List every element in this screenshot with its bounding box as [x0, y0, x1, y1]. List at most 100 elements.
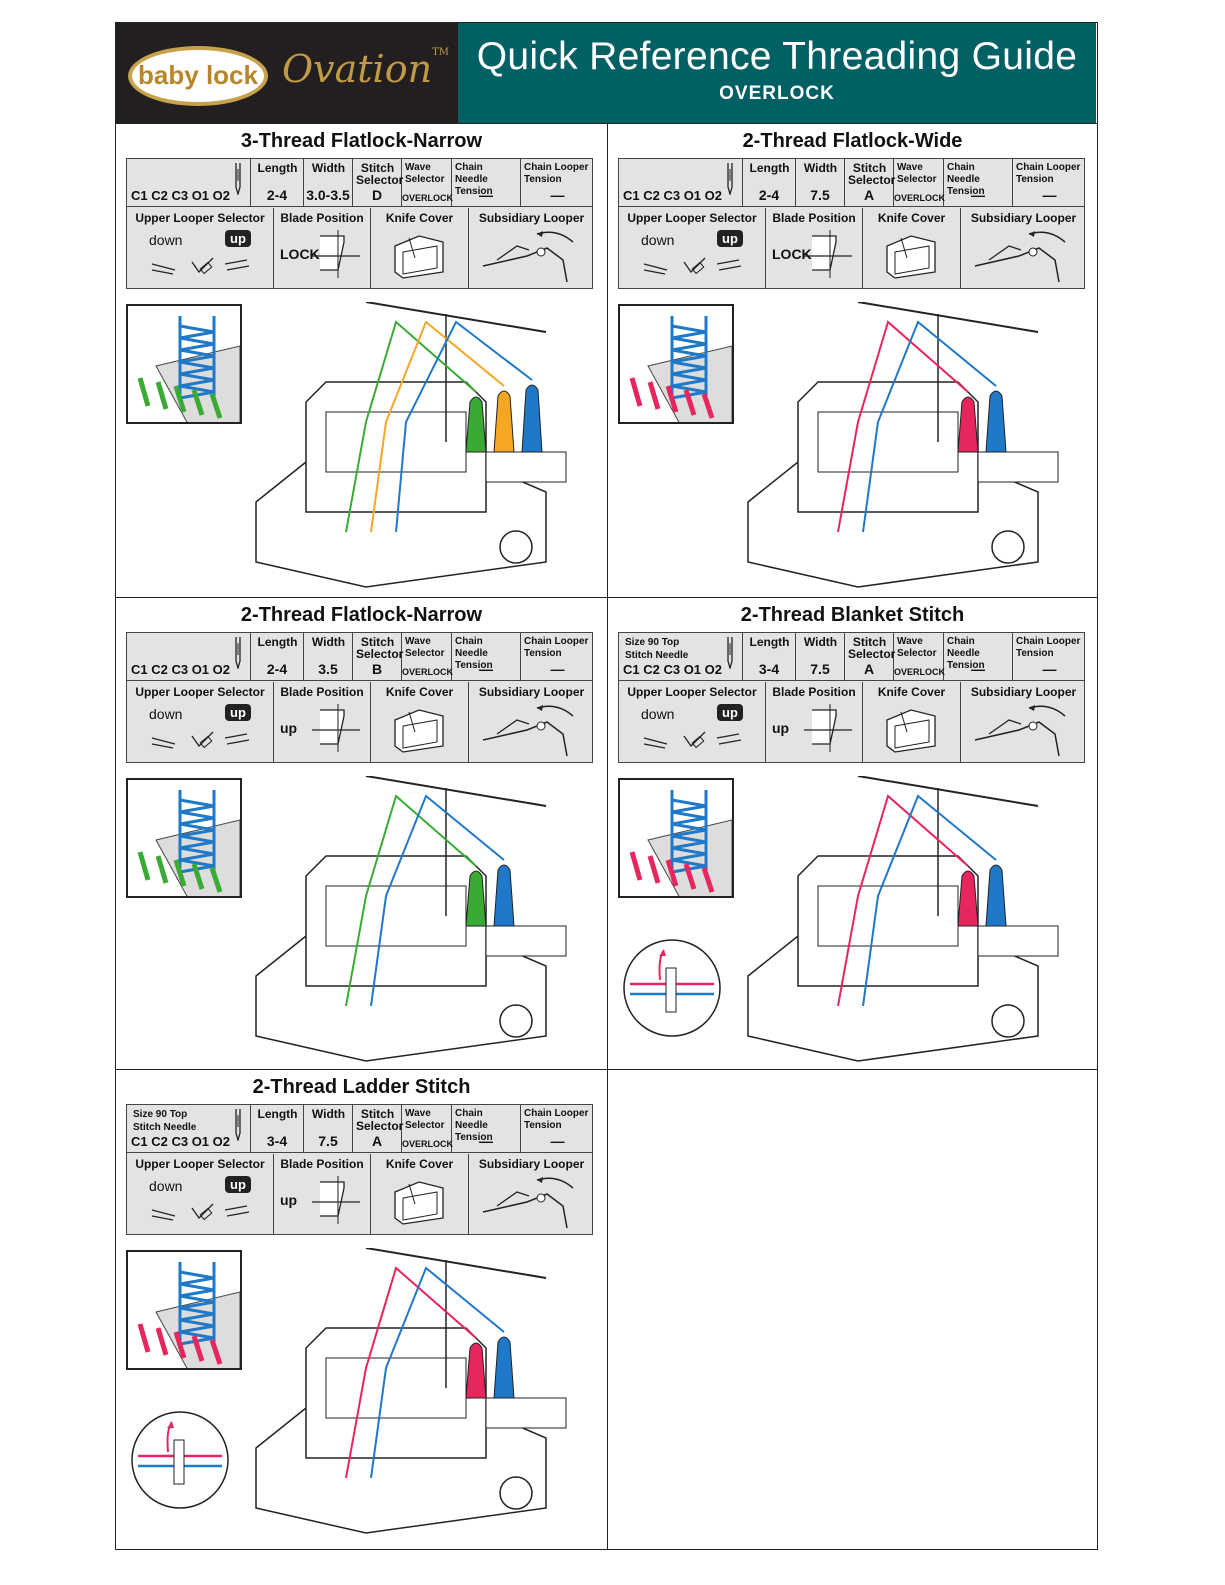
cell-value: D — [371, 187, 383, 203]
cell-label: Chain Needle Tension — [947, 162, 985, 197]
serger-machine-illustration — [747, 301, 1059, 588]
cell-value: 7.5 — [810, 187, 830, 203]
needle-icon — [727, 163, 733, 195]
cell-value: A — [863, 661, 875, 677]
blade-icon — [312, 230, 360, 278]
chain-needle-tension-cell: Chain Needle Tension— — [452, 1105, 521, 1152]
blade-value: up — [280, 720, 298, 736]
subsidiary-looper-cell: Subsidiary Looper — [469, 1154, 594, 1234]
cell-value: — — [479, 661, 493, 677]
cell-label: Knife Cover — [877, 685, 946, 699]
stitch-sample-swatch — [126, 778, 242, 898]
knife-cover-icon — [886, 235, 936, 279]
brand-area: baby lock OvationTM — [116, 23, 458, 123]
stitch-sample-illustration — [137, 790, 240, 896]
serger-machine-illustration — [747, 775, 1059, 1062]
cell-label: Length — [257, 1107, 298, 1121]
knife-cover-cell: Knife Cover — [371, 208, 469, 288]
needle-note: Size 90 Top Stitch Needle — [625, 637, 689, 661]
cell-label: Wave Selector — [405, 162, 445, 185]
stitch-sample-swatch — [618, 304, 734, 424]
cell-label: Chain Looper Tension — [1016, 636, 1081, 659]
knife-cover-icon — [886, 709, 936, 753]
cell-label: Width — [311, 635, 346, 649]
knife-cover-cell: Knife Cover — [371, 1154, 469, 1234]
blade-value: LOCK — [280, 246, 320, 262]
needle-positions: C1 C2 C3 O1 O2 — [623, 188, 722, 203]
cell-value: 2-4 — [266, 661, 288, 677]
knife-cover-cell: Knife Cover — [863, 208, 961, 288]
cell-label: Knife Cover — [877, 211, 946, 225]
stitch-sample-swatch — [126, 304, 242, 424]
cell-label: Stitch Selector — [848, 635, 896, 661]
cell-label: Chain Looper Tension — [524, 162, 589, 185]
cell-label: Wave Selector — [897, 636, 937, 659]
blade-icon — [804, 230, 852, 278]
cell-label: Length — [257, 635, 298, 649]
panel-title: 2-Thread Flatlock-Wide — [742, 130, 963, 152]
cell-label: Length — [749, 161, 790, 175]
cell-value: 2-4 — [266, 187, 288, 203]
subsidiary-looper-icon — [482, 1177, 574, 1229]
cell-value: 3-4 — [758, 661, 780, 677]
chain-needle-tension-cell: Chain Needle Tension— — [452, 159, 521, 206]
needle-positions: C1 C2 C3 O1 O2 — [131, 1134, 230, 1149]
cell-value: OVERLOCK — [402, 1139, 454, 1149]
up-badge: up — [225, 704, 251, 721]
page-subtitle: OVERLOCK — [719, 83, 835, 104]
needle-icon — [235, 637, 241, 669]
cell-label: Length — [749, 635, 790, 649]
cell-label: Chain Needle Tension — [455, 162, 493, 197]
cell-label: Width — [803, 161, 838, 175]
cell-label: Width — [311, 1107, 346, 1121]
cell-label: Upper Looper Selector — [627, 211, 757, 225]
needle-icon — [235, 1109, 241, 1141]
cell-label: Length — [257, 161, 298, 175]
chain-looper-tension-cell: Chain Looper Tension— — [1013, 159, 1086, 206]
length-cell: Length 2-4 — [251, 633, 304, 680]
subsidiary-looper-cell: Subsidiary Looper — [961, 208, 1086, 288]
cell-label: Chain Looper Tension — [1016, 162, 1081, 185]
down-label: down — [149, 232, 183, 248]
knife-cover-cell: Knife Cover — [371, 682, 469, 762]
chain-needle-tension-cell: Chain Needle Tension— — [452, 633, 521, 680]
cell-value: — — [479, 1133, 493, 1149]
subsidiary-looper-icon — [974, 705, 1066, 757]
threading-detail-circle — [623, 939, 721, 1037]
cell-label: Blade Position — [280, 211, 364, 225]
knife-cover-icon — [394, 1181, 444, 1225]
cell-label: Blade Position — [280, 685, 364, 699]
machine-illustration — [246, 301, 576, 597]
cell-label: Knife Cover — [385, 685, 454, 699]
cell-value: 3.5 — [318, 661, 338, 677]
panel-title: 2-Thread Ladder Stitch — [252, 1076, 471, 1098]
blade-icon — [804, 704, 852, 752]
subsidiary-looper-icon — [482, 705, 574, 757]
up-badge: up — [717, 704, 743, 721]
machine-illustration — [246, 1247, 576, 1543]
panel-2: 2-Thread Flatlock-Wide C1 C2 C3 O1 O2 Leng… — [607, 123, 1097, 597]
chain-needle-tension-cell: Chain Needle Tension— — [944, 633, 1013, 680]
needle-icon — [235, 163, 241, 195]
looper-selector-icon — [643, 257, 742, 275]
